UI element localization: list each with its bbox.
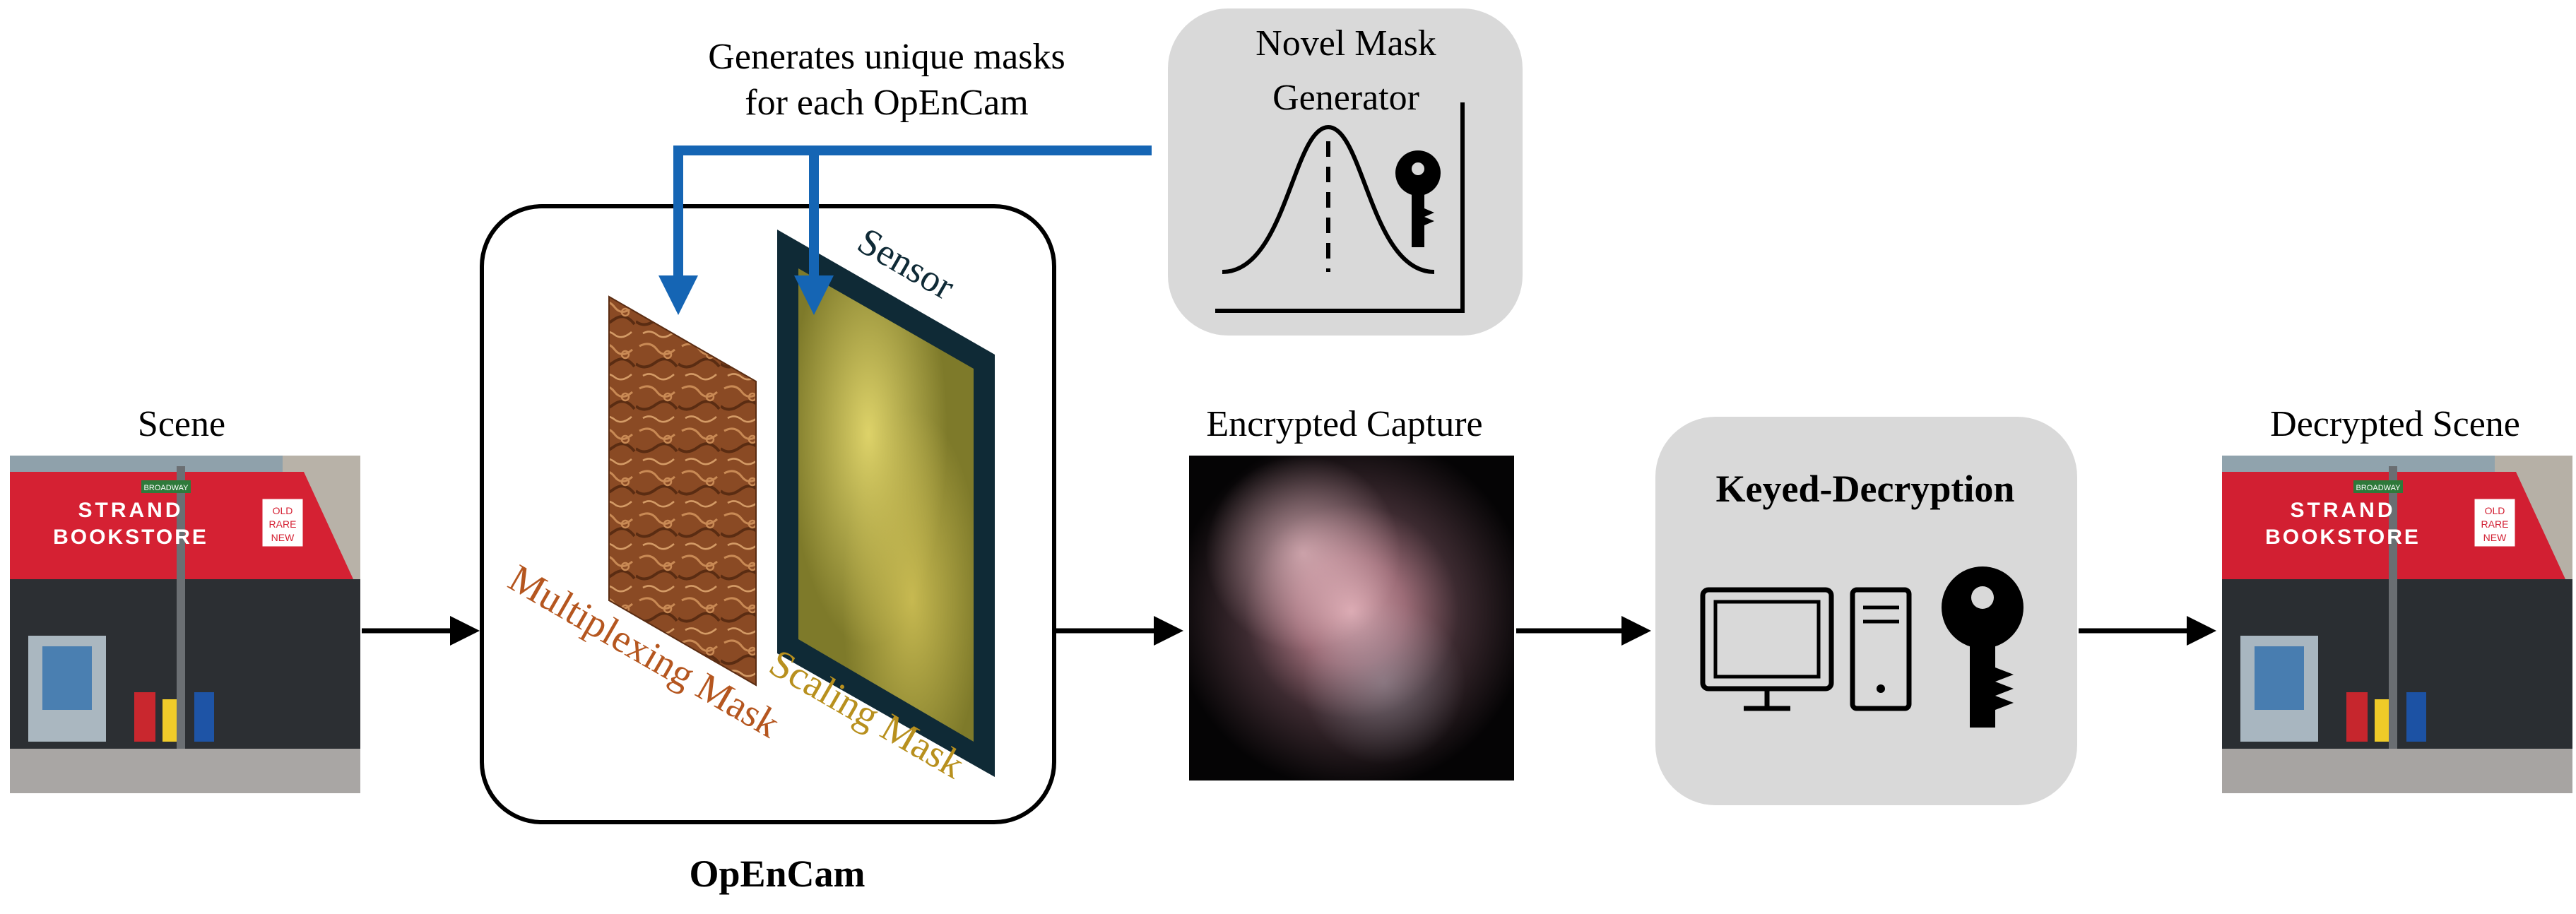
- computer-tower-icon: [1850, 587, 1912, 711]
- monitor-icon: [1700, 587, 1834, 711]
- decrypted-street-sign: BROADWAY: [2356, 484, 2401, 492]
- novel-mask-generator-line2: Generator: [1272, 78, 1419, 118]
- decrypted-badge-2: RARE: [2481, 518, 2509, 530]
- decrypted-badge-3: NEW: [2483, 532, 2507, 543]
- generates-text-line1: Generates unique masks: [708, 37, 1065, 77]
- scene-image: STRAND BOOKSTORE OLD RARE NEW BROADWAY: [10, 456, 360, 793]
- multiplexing-mask: [608, 295, 757, 687]
- generates-text-line2: for each OpEnCam: [745, 83, 1028, 123]
- keyed-decryption-label: Keyed-Decryption: [1716, 468, 2015, 510]
- encrypted-capture-label: Encrypted Capture: [1206, 404, 1482, 444]
- gaussian-curve-icon: [1215, 102, 1465, 313]
- decrypted-badge-1: OLD: [2485, 505, 2505, 516]
- scene-label: Scene: [138, 404, 225, 444]
- blue-arrow-to-multiplexing: [658, 146, 1152, 315]
- decrypted-scene-label: Decrypted Scene: [2270, 404, 2520, 444]
- novel-mask-generator-line1: Novel Mask: [1255, 23, 1436, 64]
- scene-badge-1: OLD: [273, 505, 293, 516]
- decryption-key-icon: [1942, 566, 2023, 728]
- scene-badge-3: NEW: [271, 532, 295, 543]
- key-icon: [1395, 150, 1441, 247]
- decrypted-sign-line2: BOOKSTORE: [2265, 526, 2421, 549]
- scene-badge-2: RARE: [269, 518, 297, 530]
- decrypted-sign-line1: STRAND: [2291, 499, 2396, 522]
- scene-street-sign: BROADWAY: [144, 484, 189, 492]
- opencam-label: OpEnCam: [689, 853, 865, 895]
- decrypted-scene-image: STRAND BOOKSTORE OLD RARE NEW BROADWAY: [2222, 456, 2572, 793]
- encrypted-capture-image: [1189, 456, 1514, 781]
- scene-sign-line2: BOOKSTORE: [53, 526, 208, 549]
- scene-sign-line1: STRAND: [78, 499, 184, 522]
